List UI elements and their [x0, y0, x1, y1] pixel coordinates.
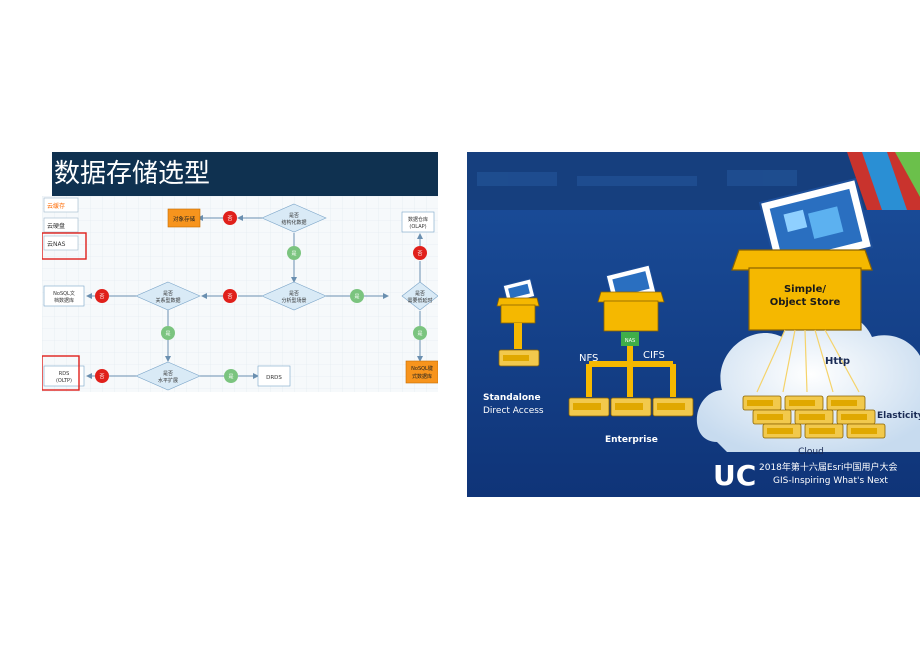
enterprise-network: [586, 346, 676, 397]
dw-line1: 数据仓库: [408, 216, 428, 223]
cloud-server-bay: [789, 400, 815, 406]
q5-line2: 水平扩展: [158, 377, 178, 384]
nosql-doc-line2: 档数据库: [54, 297, 74, 304]
standalone-server-icon: [498, 349, 540, 367]
storage-list: 云缓存 云硬盘 云NAS: [42, 197, 87, 260]
yes-marker-label: 是: [228, 374, 233, 380]
no-marker-label: 否: [99, 294, 104, 300]
http-connections: [756, 329, 860, 393]
highlight-frame: [42, 355, 80, 391]
decision-q5: 是否 水平扩展: [135, 361, 201, 391]
q4-line1: 是否: [415, 291, 425, 297]
http-label: Http: [825, 356, 850, 367]
yes-markers: 是 是 是 是 是: [161, 246, 427, 383]
no-markers: 否 否 否 否 否: [95, 211, 427, 383]
node-rds: RDS (OLTP): [42, 355, 85, 391]
enterprise-servers: [568, 397, 694, 417]
standalone-label-line1: Standalone: [483, 393, 541, 403]
standalone-label-line2: Direct Access: [483, 406, 544, 416]
rds-line2: (OLTP): [56, 378, 72, 384]
no-marker-label: 否: [227, 294, 232, 300]
decision-q3: 是否 关系型数据: [135, 281, 201, 311]
enterprise-label: Enterprise: [605, 435, 658, 445]
highlight-frame: [42, 232, 87, 260]
cloud-server-bay: [831, 400, 857, 406]
cloud-server-bay: [809, 428, 835, 434]
node-object-storage: [167, 208, 201, 228]
flow-connectors: [86, 215, 423, 379]
q2-line2: 分析型场景: [281, 297, 306, 304]
storage-list-item: 云硬盘: [47, 222, 65, 230]
storage-selection-flowchart: 云缓存 云硬盘 云NAS 对象存储 是否 结构化数据 是否 分析型场景 是否 关…: [42, 196, 438, 392]
header-decoration: [847, 152, 920, 210]
cloud-label: Cloud: [798, 447, 824, 457]
q5-line1: 是否: [163, 371, 173, 377]
header-texture: [477, 170, 797, 186]
cloud-server-bay: [767, 428, 793, 434]
standalone-box-icon: [496, 278, 540, 349]
conference-title: 2018年第十六届Esri中国用户大会: [759, 461, 897, 473]
no-marker-label: 否: [227, 216, 232, 222]
elasticity-label: Elasticity: [877, 411, 920, 421]
rds-line1: RDS: [59, 371, 70, 377]
no-marker-label: 否: [417, 251, 422, 257]
cloud-server-bay: [841, 414, 867, 420]
cloud-server-bay: [747, 400, 773, 406]
object-store-label-line1: Simple/: [784, 284, 826, 295]
q2-line1: 是否: [289, 291, 299, 297]
no-marker-label: 否: [99, 374, 104, 380]
drds-label: DRDS: [266, 375, 282, 381]
node-data-warehouse: 数据仓库 (OLAP): [401, 211, 435, 233]
nas-badge: [621, 332, 639, 346]
q1-line1: 是否: [289, 213, 299, 219]
q4-line2: 需要低延时: [407, 297, 432, 304]
decision-q1: 是否 结构化数据: [261, 203, 327, 233]
storage-list-item: 云缓存: [47, 202, 65, 210]
cloud-server-bay: [757, 414, 783, 420]
storage-architecture-slide: Simple/ Object Store Http Elasticity Clo…: [467, 152, 920, 497]
slide-title: 数据存储选型: [52, 152, 438, 196]
node-nosql-kv: NoSQL键 式数据库: [405, 360, 438, 384]
conference-slogan: GIS-Inspiring What's Next: [773, 476, 888, 486]
q3-line2: 关系型数据: [155, 297, 180, 304]
node-nosql-document: NoSQL文 档数据库: [43, 285, 85, 307]
decision-q2: 是否 分析型场景: [261, 281, 327, 311]
node-drds: DRDS: [257, 365, 291, 387]
nosql-doc-line1: NoSQL文: [53, 290, 75, 297]
yes-marker-label: 是: [165, 331, 170, 337]
cloud-server-bay: [799, 414, 825, 420]
nfs-label: NFS: [579, 353, 598, 364]
cifs-label: CIFS: [643, 350, 665, 361]
dw-line2: (OLAP): [409, 224, 426, 230]
enterprise-box-icon: [597, 264, 665, 332]
nosql-kv-line1: NoSQL键: [411, 365, 433, 372]
nas-label: NAS: [625, 338, 635, 344]
cloud-server-cluster: [742, 395, 886, 439]
uc-logo: UC: [713, 459, 756, 492]
yes-marker-label: 是: [417, 331, 422, 337]
storage-list-item: 云NAS: [47, 241, 66, 248]
q3-line1: 是否: [163, 291, 173, 297]
yes-marker-label: 是: [354, 294, 359, 300]
object-store-label-line2: Object Store: [770, 297, 841, 308]
cloud-server-bay: [851, 428, 877, 434]
decision-q4: 是否 需要低延时: [401, 281, 438, 311]
q1-line2: 结构化数据: [281, 219, 306, 226]
yes-marker-label: 是: [291, 251, 296, 257]
node-object-storage-label: 对象存储: [173, 215, 196, 223]
nosql-kv-line2: 式数据库: [412, 373, 432, 380]
